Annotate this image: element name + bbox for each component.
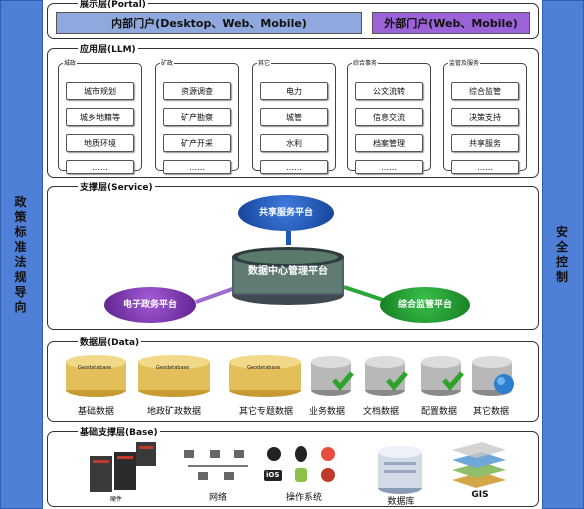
left-sidebar: 政策标准法规导向 — [0, 0, 43, 509]
shared-service-platform: 共享服务平台 — [238, 195, 334, 231]
gis-label: GIS — [471, 490, 489, 500]
app-item: 城管 — [260, 108, 328, 126]
app-item: 公文流转 — [355, 82, 423, 100]
server-icon — [90, 442, 156, 492]
gis-layers-icon — [452, 442, 506, 488]
app-item: 资源调查 — [163, 82, 231, 100]
app-item: 档案管理 — [355, 134, 423, 152]
database-check-icon — [365, 356, 408, 396]
app-item: 地质环境 — [66, 134, 134, 152]
geodatabase-icon — [66, 355, 126, 397]
network-icon — [184, 450, 248, 480]
database-label: 数据库 — [387, 497, 415, 507]
security-label: 安全控制 — [555, 224, 570, 284]
app-item: 矿产勘察 — [163, 108, 231, 126]
app-item: 共享服务 — [451, 134, 519, 152]
data-item-label: 其它专题数据 — [238, 407, 293, 417]
app-item: 决策支持 — [451, 108, 519, 126]
data-layer-title: 数据层(Data) — [78, 335, 142, 348]
database-server-icon — [378, 446, 422, 494]
app-item: 水利 — [260, 134, 328, 152]
app-column: 矿政 资源调查 矿产勘察 矿产开采 …… — [155, 58, 239, 174]
app-item: …… — [451, 160, 519, 174]
app-item: 城乡地籍等 — [66, 108, 134, 126]
database-globe-icon — [472, 356, 514, 396]
application-layer-title: 应用层(LLM) — [78, 42, 138, 55]
app-column: 监管及服务 综合监管 决策支持 共享服务 …… — [443, 58, 527, 174]
base-layer-title: 基础支撑层(Base) — [78, 425, 160, 438]
app-item: 电力 — [260, 82, 328, 100]
os-label: 操作系统 — [285, 493, 322, 503]
database-check-icon — [311, 356, 354, 396]
data-center-platform: 数据中心管理平台 — [248, 266, 328, 277]
data-item-label: 配置数据 — [420, 407, 457, 417]
app-item: …… — [355, 160, 423, 174]
data-item-label: 地政矿政数据 — [146, 407, 201, 417]
app-item: 信息交流 — [355, 108, 423, 126]
base-layer: 基础支撑层(Base) — [47, 425, 539, 507]
data-item-label: 其它数据 — [472, 407, 509, 417]
geodatabase-label: Geodatabase — [247, 365, 281, 371]
geodatabase-icon — [138, 355, 210, 397]
service-layer-title: 支撑层(Service) — [78, 180, 155, 193]
app-item: 综合监管 — [451, 82, 519, 100]
data-item-label: 业务数据 — [308, 407, 345, 417]
service-layer: 支撑层(Service) 共享服务平台 数据中心管理平台 电子政务平台 综合监管… — [47, 180, 539, 330]
os-icons — [264, 446, 335, 482]
policy-label: 政策标准法规导向 — [14, 194, 29, 314]
database-check-icon — [421, 356, 464, 396]
base-icons — [90, 442, 506, 494]
e-government-platform: 电子政务平台 — [104, 287, 196, 323]
application-layer: 应用层(LLM) 城政 城市规划 城乡地籍等 地质环境 …… 矿政 资源调查 矿… — [47, 42, 539, 178]
portal-layer-title: 展示层(Portal) — [78, 0, 148, 10]
geodatabase-label: Geodatabase — [156, 365, 190, 371]
app-item: …… — [66, 160, 134, 174]
right-sidebar: 安全控制 — [542, 0, 584, 509]
portal-layer: 展示层(Portal) 内部门户(Desktop、Web、Mobile) 外部门… — [47, 0, 539, 39]
app-column: 其它 电力 城管 水利 …… — [252, 58, 336, 174]
app-item: 城市规划 — [66, 82, 134, 100]
geodatabase-icon — [229, 355, 301, 397]
app-column: 城政 城市规划 城乡地籍等 地质环境 …… — [58, 58, 142, 174]
data-layer: 数据层(Data) — [47, 335, 539, 422]
service-connectors — [195, 231, 384, 305]
external-portal: 外部门户(Web、Mobile) — [372, 12, 530, 34]
app-column: 综合事务 公文流转 信息交流 档案管理 …… — [347, 58, 431, 174]
network-label: 网络 — [208, 493, 227, 503]
hardware-label: 硬件 — [110, 496, 123, 503]
ios-label: iOS — [266, 471, 280, 479]
internal-portal: 内部门户(Desktop、Web、Mobile) — [56, 12, 362, 34]
app-item: …… — [163, 160, 231, 174]
app-item: 矿产开采 — [163, 134, 231, 152]
app-item: …… — [260, 160, 328, 174]
data-item-label: 基础数据 — [77, 407, 114, 417]
supervision-platform: 综合监管平台 — [380, 287, 470, 323]
data-icons — [66, 355, 514, 397]
data-item-label: 文档数据 — [362, 407, 399, 417]
geodatabase-label: Geodatabase — [78, 365, 112, 371]
